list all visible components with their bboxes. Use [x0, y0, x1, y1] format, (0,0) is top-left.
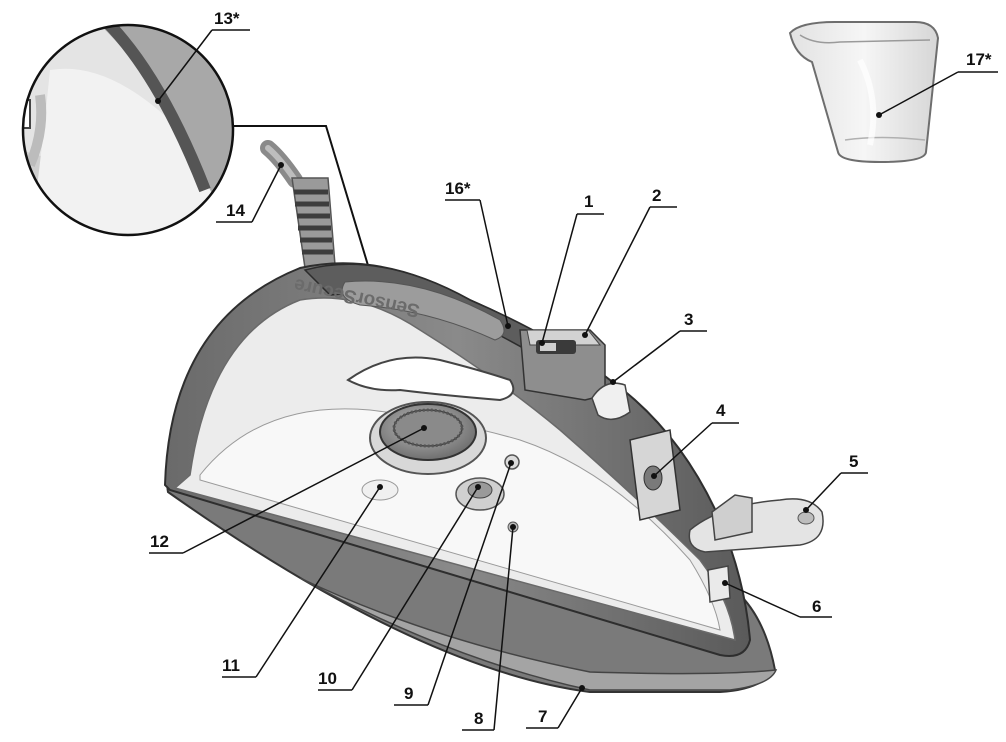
- callout-label-6: 6: [812, 597, 821, 616]
- water-tank: [199, 408, 721, 631]
- callout-label-8: 8: [474, 709, 483, 728]
- spray-button: [707, 565, 731, 603]
- control-display: [519, 329, 606, 401]
- zoom-connector-line: [232, 125, 371, 273]
- callout-label-4: 4: [716, 401, 726, 420]
- power-cord: [260, 140, 336, 269]
- measuring-cup: [788, 21, 940, 164]
- callout-label-16: 16*: [445, 179, 471, 198]
- callout-label-7: 7: [538, 707, 547, 726]
- handle-opening: [346, 356, 515, 402]
- callout-label-3: 3: [684, 310, 693, 329]
- callout-label-1: 1: [584, 192, 593, 211]
- callout-label-17: 17*: [966, 50, 992, 69]
- callouts: 13* 14 16* 1 2 3 4 5: [149, 9, 998, 731]
- steam-iron: SensorSecure: [163, 262, 824, 693]
- callout-label-10: 10: [318, 669, 337, 688]
- sensor-grip: [341, 280, 505, 341]
- spray-nozzle-cover: [688, 494, 824, 553]
- callout-label-11: 11: [222, 656, 240, 675]
- zoom-detail: [21, 23, 235, 237]
- callout-label-2: 2: [652, 186, 661, 205]
- burst-button: [591, 382, 631, 421]
- callout-label-12: 12: [150, 532, 169, 551]
- callout-label-5: 5: [849, 452, 858, 471]
- callout-label-13: 13*: [214, 9, 240, 28]
- callout-label-14: 14: [226, 201, 245, 220]
- callout-label-9: 9: [404, 684, 413, 703]
- temperature-dial: [369, 401, 487, 475]
